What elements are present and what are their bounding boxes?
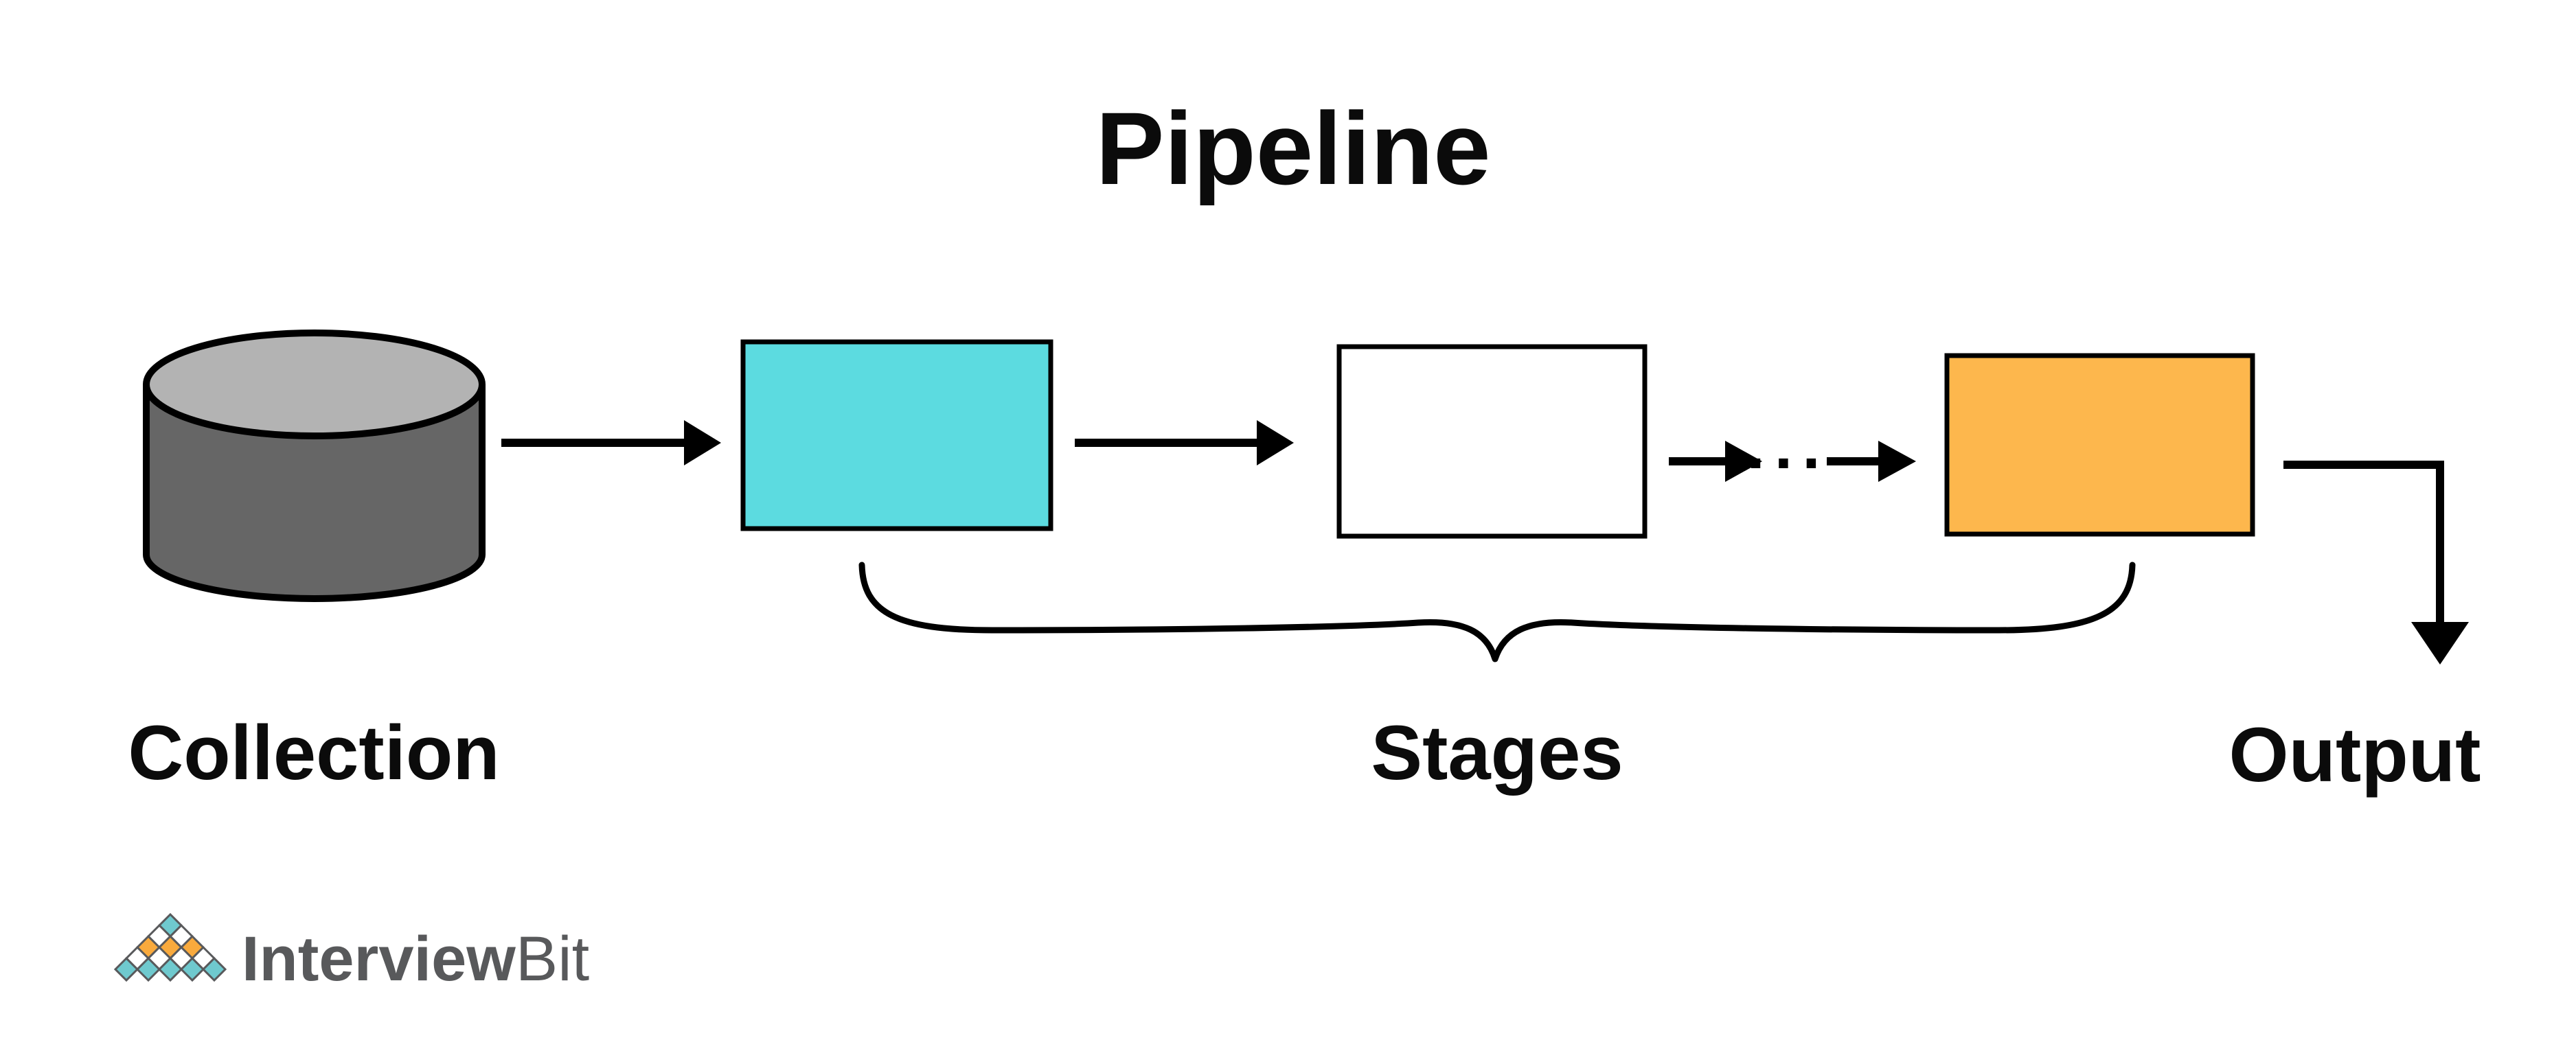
database-cylinder-icon bbox=[143, 330, 486, 602]
logo-pyramid-icon bbox=[113, 912, 227, 982]
logo-diamond bbox=[135, 956, 161, 982]
logo-wordmark: InterviewBit bbox=[242, 924, 589, 994]
stage-box-last bbox=[1944, 353, 2255, 537]
interviewbit-logo: InterviewBit bbox=[113, 912, 589, 994]
stage-box-first bbox=[740, 339, 1053, 531]
arrow-stage2-to-ellipsis bbox=[1669, 441, 1762, 482]
arrow-shaft bbox=[2283, 461, 2444, 625]
collection-label: Collection bbox=[128, 710, 499, 796]
arrow-head-icon bbox=[2411, 622, 2469, 665]
arrow-last-stage-to-output bbox=[2283, 461, 2469, 665]
arrow-collection-to-stage1 bbox=[501, 420, 721, 465]
logo-diamond bbox=[113, 956, 139, 982]
logo-wordmark-light: Bit bbox=[516, 924, 589, 994]
arrow-head-icon bbox=[1878, 441, 1916, 482]
cylinder-body bbox=[143, 384, 486, 602]
arrow-head-icon bbox=[1725, 441, 1762, 482]
cylinder-top bbox=[143, 330, 486, 439]
logo-diamond bbox=[179, 956, 205, 982]
stage-box-middle bbox=[1336, 344, 1648, 539]
logo-wordmark-bold: Interview bbox=[242, 924, 516, 994]
ellipsis-dots: ... bbox=[1746, 410, 1830, 483]
diagram-title: Pipeline bbox=[1095, 91, 1490, 206]
logo-diamond bbox=[201, 956, 227, 982]
stages-brace bbox=[858, 562, 2136, 662]
output-label: Output bbox=[2229, 712, 2481, 798]
arrow-head-icon bbox=[1257, 420, 1294, 465]
stages-label: Stages bbox=[1371, 710, 1623, 796]
arrow-stage1-to-stage2 bbox=[1075, 420, 1294, 465]
logo-diamond bbox=[157, 956, 183, 982]
arrow-ellipsis-to-last-stage bbox=[1827, 441, 1916, 482]
arrow-head-icon bbox=[684, 420, 721, 465]
